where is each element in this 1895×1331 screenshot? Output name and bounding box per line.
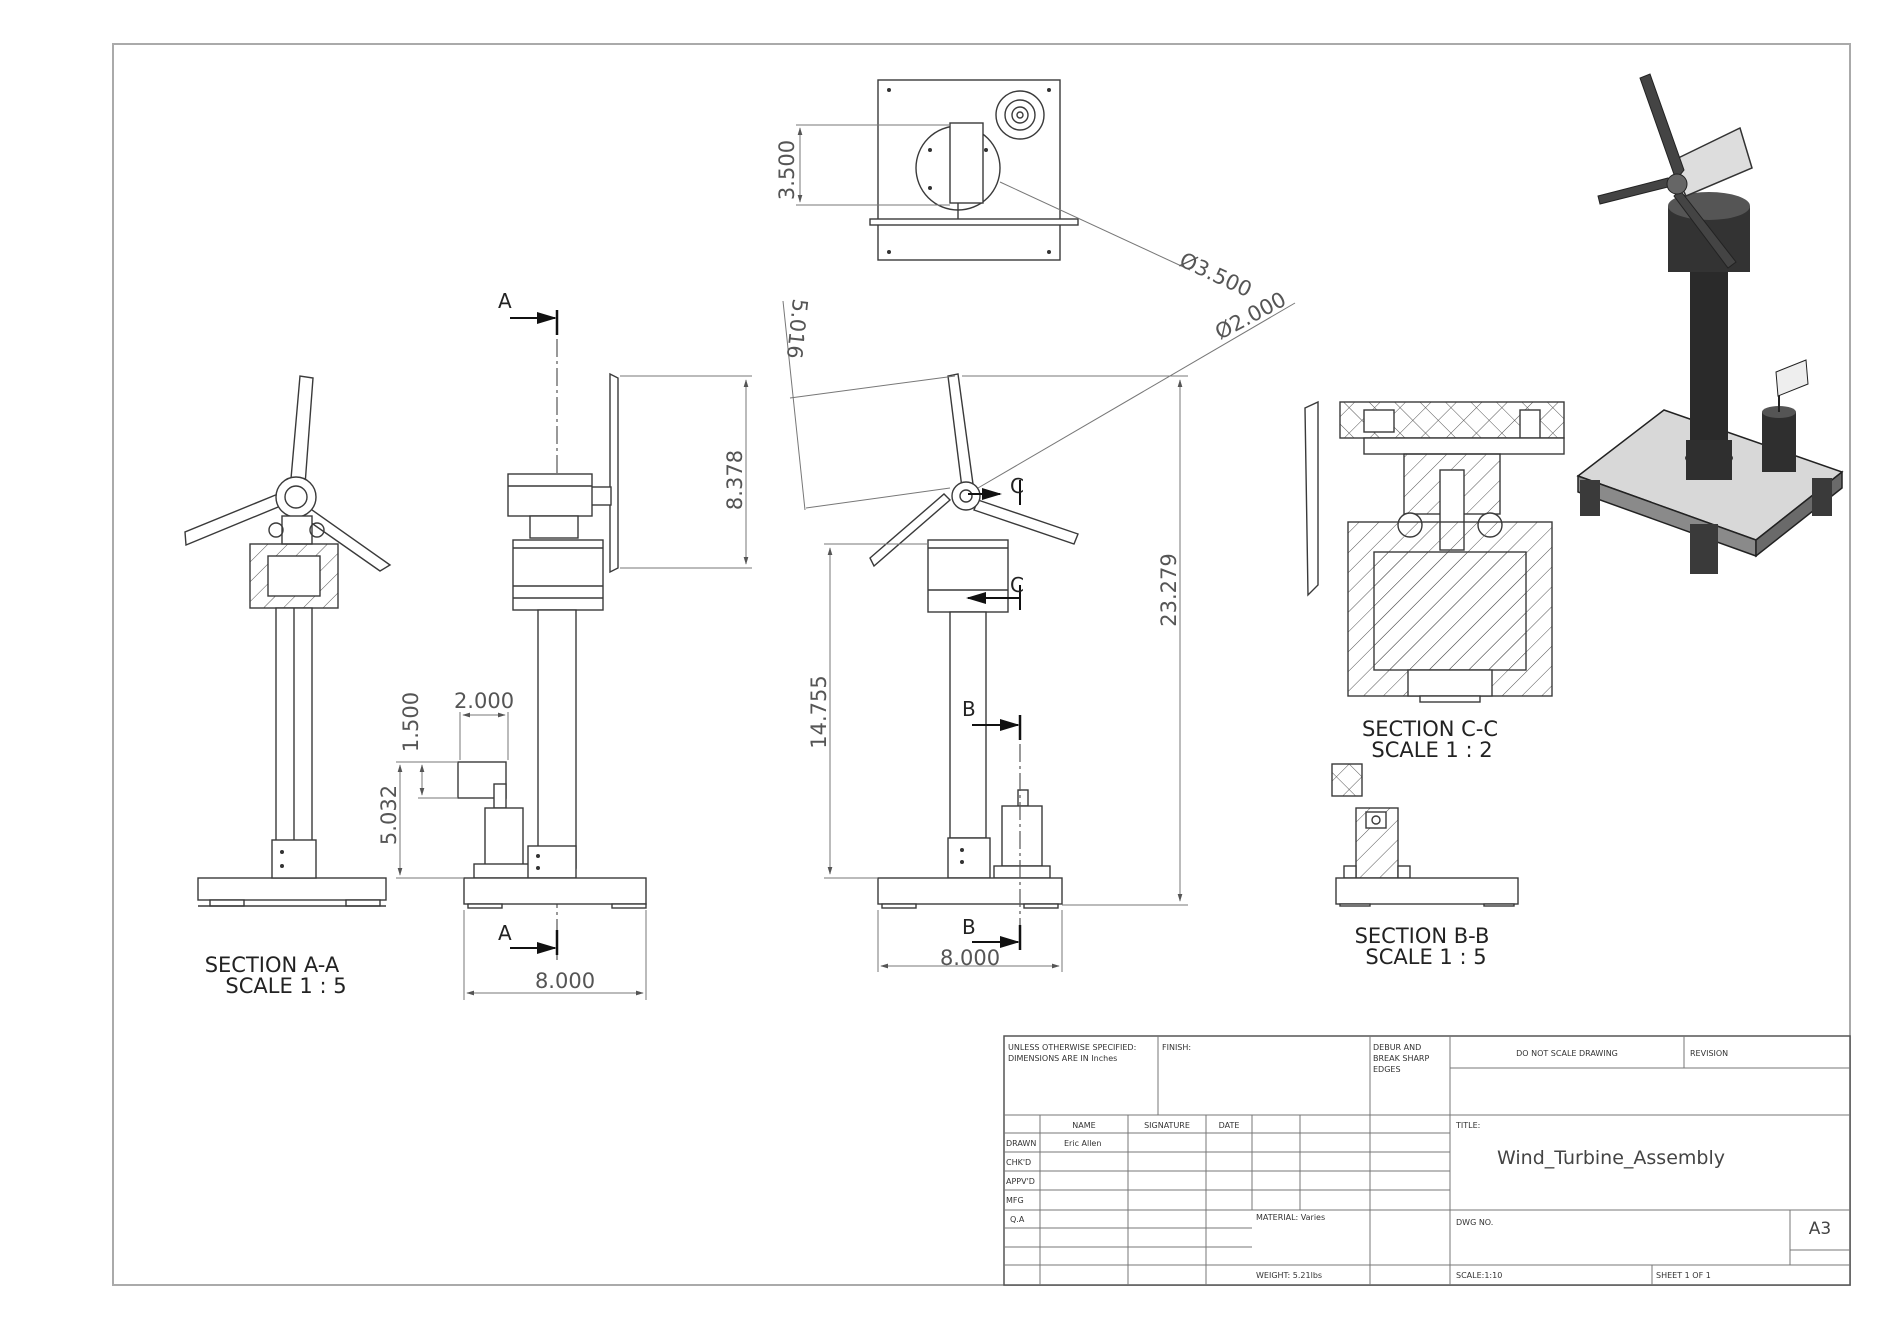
section-c-c-scale: SCALE 1 : 2 bbox=[1371, 738, 1492, 762]
tb-debur-3: EDGES bbox=[1373, 1065, 1401, 1074]
drawing-border bbox=[112, 43, 1851, 1286]
section-b-b-view: SECTION B-B SCALE 1 : 5 bbox=[1331, 763, 1519, 969]
title-block: UNLESS OTHERWISE SPECIFIED: DIMENSIONS A… bbox=[1003, 1035, 1851, 1286]
section-b-b-scale: SCALE 1 : 5 bbox=[1365, 945, 1486, 969]
tb-mfg: MFG bbox=[1006, 1196, 1024, 1205]
tb-title-value: Wind_Turbine_Assembly bbox=[1497, 1147, 1725, 1169]
dim-8378: 8.378 bbox=[723, 450, 747, 510]
tb-scale: SCALE:1:10 bbox=[1456, 1271, 1502, 1280]
tb-chkd: CHK'D bbox=[1006, 1158, 1031, 1167]
tb-qa: Q.A bbox=[1010, 1215, 1025, 1224]
dim-5016: 5.016 bbox=[782, 298, 812, 360]
dim-8000-front: 8.000 bbox=[940, 946, 1000, 970]
tb-signature-header: SIGNATURE bbox=[1144, 1121, 1190, 1130]
section-c-c-title: SECTION C-C bbox=[1362, 717, 1498, 741]
tb-finish: FINISH: bbox=[1162, 1043, 1191, 1052]
side-view: A A 8.378 2.000 bbox=[377, 289, 752, 1000]
tb-weight: WEIGHT: 5.21lbs bbox=[1256, 1271, 1322, 1280]
tb-drawn: DRAWN bbox=[1006, 1139, 1036, 1148]
front-view: C C B B 14.755 23.279 8.000 5.016 Ø2.000 bbox=[782, 287, 1296, 972]
tb-debur-1: DEBUR AND bbox=[1373, 1043, 1421, 1052]
section-a-a-view: SECTION A-A SCALE 1 : 5 bbox=[184, 375, 392, 998]
section-b-b-title: SECTION B-B bbox=[1355, 924, 1490, 948]
tb-title-label: TITLE: bbox=[1455, 1121, 1480, 1130]
dim-dia-3500: Ø3.500 bbox=[1176, 248, 1256, 302]
tb-material: MATERIAL: Varies bbox=[1256, 1213, 1325, 1222]
dim-top-3500: 3.500 bbox=[775, 140, 799, 200]
tb-sheet: SHEET 1 OF 1 bbox=[1656, 1271, 1711, 1280]
dim-1500: 1.500 bbox=[399, 692, 423, 752]
top-view: 3.500 Ø3.500 bbox=[775, 79, 1256, 302]
section-marker-c-bottom: C bbox=[1010, 573, 1024, 597]
tb-dwg-no: DWG NO. bbox=[1456, 1218, 1493, 1227]
dim-8000-side: 8.000 bbox=[535, 969, 595, 993]
dim-5032: 5.032 bbox=[377, 785, 401, 845]
tb-dimensions-note: DIMENSIONS ARE IN Inches bbox=[1008, 1054, 1117, 1063]
section-a-a-title: SECTION A-A bbox=[205, 953, 340, 977]
dim-2000-side: 2.000 bbox=[454, 689, 514, 713]
tb-date-header: DATE bbox=[1219, 1121, 1240, 1130]
section-marker-c-top: C bbox=[1010, 474, 1024, 498]
section-marker-a-bottom: A bbox=[498, 921, 512, 945]
section-a-a-scale: SCALE 1 : 5 bbox=[225, 974, 346, 998]
section-c-c-view: SECTION C-C SCALE 1 : 2 bbox=[1304, 400, 1565, 762]
tb-debur-2: BREAK SHARP bbox=[1373, 1054, 1429, 1063]
dim-14755: 14.755 bbox=[807, 675, 831, 748]
dim-dia-2000: Ø2.000 bbox=[1211, 287, 1290, 344]
section-marker-a-top: A bbox=[498, 289, 512, 313]
section-marker-b-bottom: B bbox=[962, 915, 976, 939]
tb-name-header: NAME bbox=[1072, 1121, 1095, 1130]
tb-do-not-scale: DO NOT SCALE DRAWING bbox=[1516, 1049, 1618, 1058]
tb-size: A3 bbox=[1809, 1219, 1831, 1239]
isometric-view bbox=[1576, 73, 1844, 574]
tb-revision: REVISION bbox=[1690, 1049, 1728, 1058]
tb-unless: UNLESS OTHERWISE SPECIFIED: bbox=[1008, 1043, 1136, 1052]
section-marker-b-top: B bbox=[962, 697, 976, 721]
tb-drawn-name: Eric Allen bbox=[1064, 1139, 1101, 1148]
dim-23279: 23.279 bbox=[1157, 553, 1181, 626]
tb-appvd: APPV'D bbox=[1006, 1177, 1035, 1186]
